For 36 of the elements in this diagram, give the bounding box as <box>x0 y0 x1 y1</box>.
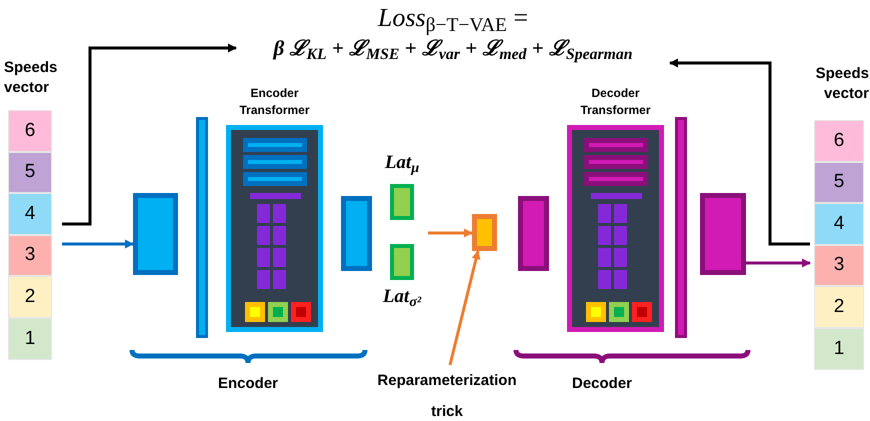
arrow <box>669 58 810 246</box>
vector-entry: 3 <box>814 244 864 286</box>
vector-title: Speeds vector <box>4 58 58 98</box>
vertical-bar <box>675 117 687 338</box>
annotation-text: Reparameterization trick <box>376 371 518 421</box>
vector-entry: 6 <box>8 110 52 152</box>
block-heading: Decoder Transformer <box>579 85 652 119</box>
layer-block <box>133 193 178 275</box>
vector-entry: 3 <box>8 234 52 276</box>
vector-entry: 4 <box>814 203 864 245</box>
block-heading: Encoder Transformer <box>238 85 311 119</box>
latent-label: Lat$_{σ²}$ <box>382 285 422 310</box>
vector-entry: 5 <box>814 162 864 204</box>
arrow <box>428 228 473 238</box>
vector-entry: 6 <box>814 120 864 162</box>
vector-entry: 4 <box>8 193 52 235</box>
arrow <box>62 44 237 226</box>
layer-block <box>472 214 497 251</box>
vector-title: Speeds vector <box>814 64 869 104</box>
formula: β ℒ$_{KL}$ + ℒ$_{MSE}$ + ℒ$_{var}$ + ℒ$_{med}$ + ℒ$_{Spearman}$ <box>274 36 632 62</box>
section-label: Encoder <box>216 374 279 394</box>
vector-entry: 1 <box>8 318 52 360</box>
layer-block <box>700 193 746 275</box>
layer-block <box>341 196 372 271</box>
vector-entry: 5 <box>8 152 52 194</box>
vector-entry: 2 <box>8 276 52 318</box>
arrow <box>746 258 811 268</box>
vertical-bar <box>196 117 208 338</box>
arrow <box>448 250 480 366</box>
latent-label: Lat$_{μ}$ <box>384 151 420 176</box>
vector-entry: 2 <box>814 286 864 328</box>
formula: Loss$_{β−T−VAE}$ = <box>378 2 528 34</box>
vector-entry: 1 <box>814 328 864 370</box>
section-label: Decoder <box>570 374 634 394</box>
arrow <box>62 240 134 248</box>
layer-block <box>518 196 549 271</box>
